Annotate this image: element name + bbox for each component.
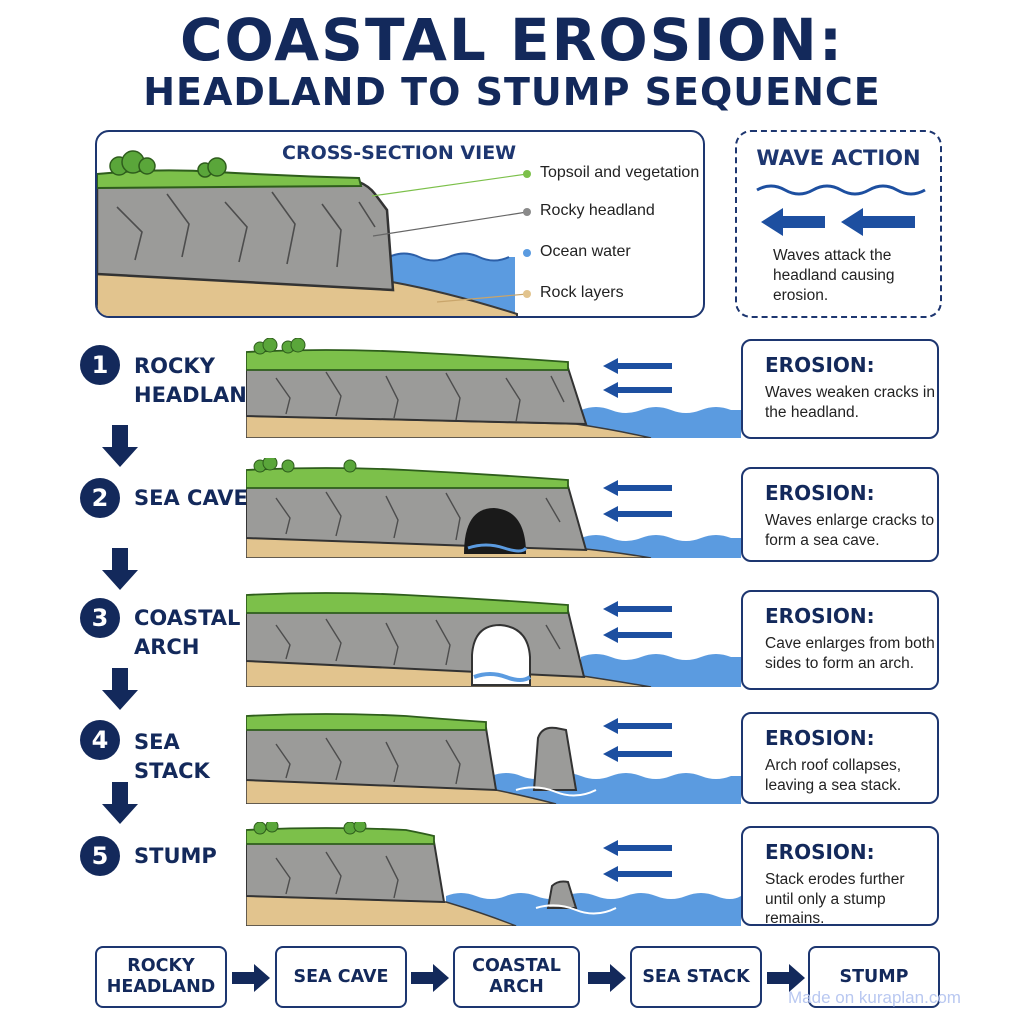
down-arrow-icon bbox=[102, 548, 138, 590]
step-1-erosion-card: EROSION: Waves weaken cracks in the head… bbox=[741, 339, 939, 439]
step-4-scene bbox=[246, 713, 741, 804]
step-2-label: SEA CAVE bbox=[134, 486, 248, 510]
step-5-number: 5 bbox=[80, 836, 120, 876]
down-arrow-icon bbox=[102, 668, 138, 710]
step-3-erosion-text: Cave enlarges from both sides to form an… bbox=[765, 635, 935, 672]
flow-coastal-arch: COASTAL ARCH bbox=[453, 946, 580, 1008]
step-2-erosion-card: EROSION: Waves enlarge cracks to form a … bbox=[741, 467, 939, 562]
step-5-erosion-text: Stack erodes further until only a stump … bbox=[765, 871, 905, 927]
step-1-erosion-title: EROSION: bbox=[765, 353, 875, 377]
cross-section-panel: CROSS-SECTION VIEW Topsoil and vegetatio… bbox=[95, 130, 705, 318]
step-4-erosion-title: EROSION: bbox=[765, 726, 875, 750]
down-arrow-icon bbox=[102, 425, 138, 467]
cross-section-illustration bbox=[97, 150, 531, 316]
legend-ocean-water: Ocean water bbox=[540, 243, 631, 260]
step-5-scene bbox=[246, 822, 741, 926]
step-1-number: 1 bbox=[80, 345, 120, 385]
legend-rock-layers: Rock layers bbox=[540, 284, 624, 301]
step-1-erosion-text: Waves weaken cracks in the headland. bbox=[765, 384, 935, 421]
step-3-scene bbox=[246, 592, 741, 687]
page-title: COASTAL EROSION: bbox=[179, 6, 845, 74]
step-4-erosion-text: Arch roof collapses, leaving a sea stack… bbox=[765, 757, 902, 794]
step-2-erosion-text: Waves enlarge cracks to form a sea cave. bbox=[765, 512, 935, 549]
wave-action-text: Waves attack the headland causing erosio… bbox=[773, 247, 895, 304]
step-1-scene bbox=[246, 338, 741, 438]
step-2-scene bbox=[246, 458, 741, 558]
right-arrow-icon bbox=[232, 964, 270, 992]
step-2-erosion-title: EROSION: bbox=[765, 481, 875, 505]
down-arrow-icon bbox=[102, 782, 138, 824]
flow-sea-cave: SEA CAVE bbox=[275, 946, 407, 1008]
step-5-label: STUMP bbox=[134, 844, 217, 868]
cross-section-title: CROSS-SECTION VIEW bbox=[282, 142, 517, 164]
legend-rocky-headland: Rocky headland bbox=[540, 202, 655, 219]
right-arrow-icon bbox=[588, 964, 626, 992]
legend-topsoil: Topsoil and vegetation bbox=[540, 164, 700, 181]
right-arrow-icon bbox=[411, 964, 449, 992]
step-5-erosion-title: EROSION: bbox=[765, 840, 875, 864]
flow-stump: STUMP bbox=[808, 946, 940, 1008]
step-5-erosion-card: EROSION: Stack erodes further until only… bbox=[741, 826, 939, 927]
watermark: Made on kuraplan.com bbox=[788, 988, 961, 1007]
wave-icon bbox=[756, 184, 926, 236]
wave-action-title: WAVE ACTION bbox=[756, 146, 921, 170]
step-1-label: ROCKY HEADLAND bbox=[134, 354, 265, 407]
page-subtitle: HEADLAND TO STUMP SEQUENCE bbox=[143, 70, 881, 114]
flow-sea-stack: SEA STACK bbox=[630, 946, 762, 1008]
step-4-number: 4 bbox=[80, 720, 120, 760]
step-3-erosion-title: EROSION: bbox=[765, 604, 875, 628]
step-3-label: COASTAL ARCH bbox=[134, 606, 241, 659]
step-2-number: 2 bbox=[80, 478, 120, 518]
step-4-label: SEA STACK bbox=[134, 730, 210, 783]
step-3-number: 3 bbox=[80, 598, 120, 638]
wave-action-panel: WAVE ACTION Waves attack the headland ca… bbox=[735, 130, 942, 318]
flow-rocky-headland: ROCKY HEADLAND bbox=[95, 946, 227, 1008]
right-arrow-icon bbox=[767, 964, 805, 992]
step-3-erosion-card: EROSION: Cave enlarges from both sides t… bbox=[741, 590, 939, 690]
step-4-erosion-card: EROSION: Arch roof collapses, leaving a … bbox=[741, 712, 939, 804]
